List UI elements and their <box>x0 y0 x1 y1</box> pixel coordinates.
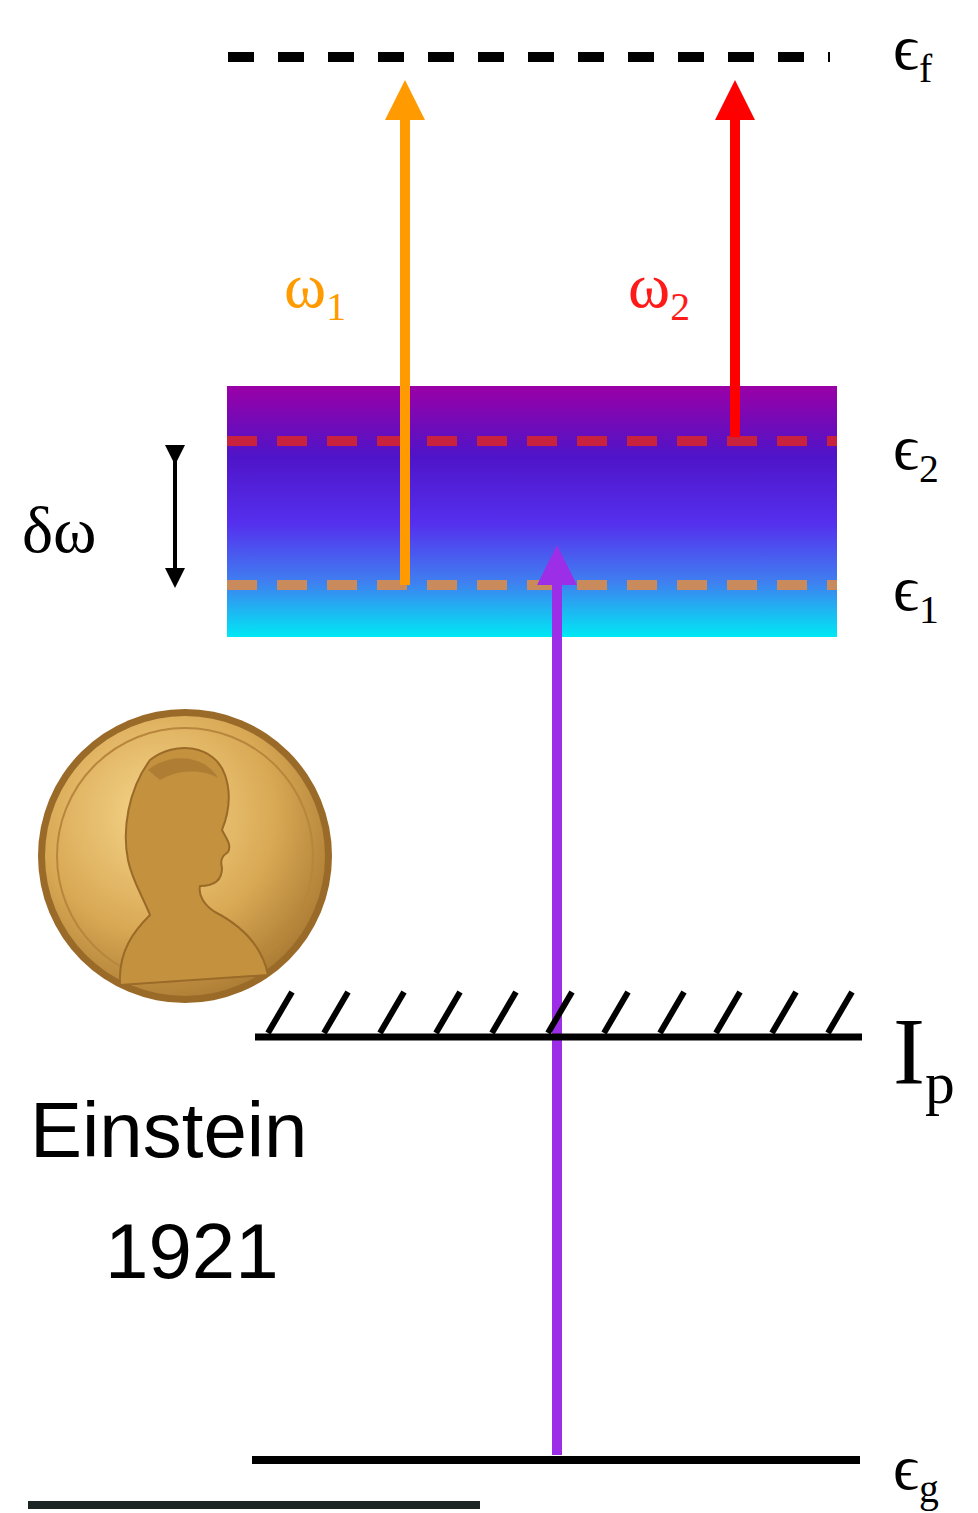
rule-line <box>28 1501 480 1509</box>
level-two <box>227 436 837 446</box>
width-label: δω <box>22 497 97 563</box>
continuum-band <box>227 386 837 637</box>
level-label: ϵ2 <box>893 416 939 480</box>
width-arrow <box>173 455 177 578</box>
ground-level <box>252 1456 860 1464</box>
caption-word: Einstein <box>30 1091 308 1169</box>
final-level <box>228 52 830 62</box>
level-label: ϵ1 <box>893 557 939 621</box>
frequency-label: ω1 <box>284 254 346 318</box>
nobel-medal <box>38 709 332 1003</box>
photon-arrow <box>730 100 740 437</box>
photon-arrow <box>400 100 410 585</box>
caption-year: 1921 <box>105 1212 279 1290</box>
level-label: ϵf <box>893 16 932 80</box>
level-label: ϵg <box>893 1436 939 1500</box>
frequency-label: ω2 <box>628 254 690 318</box>
threshold-line <box>255 992 862 1037</box>
threshold-label: Ip <box>893 1004 955 1100</box>
level-one <box>227 580 837 590</box>
